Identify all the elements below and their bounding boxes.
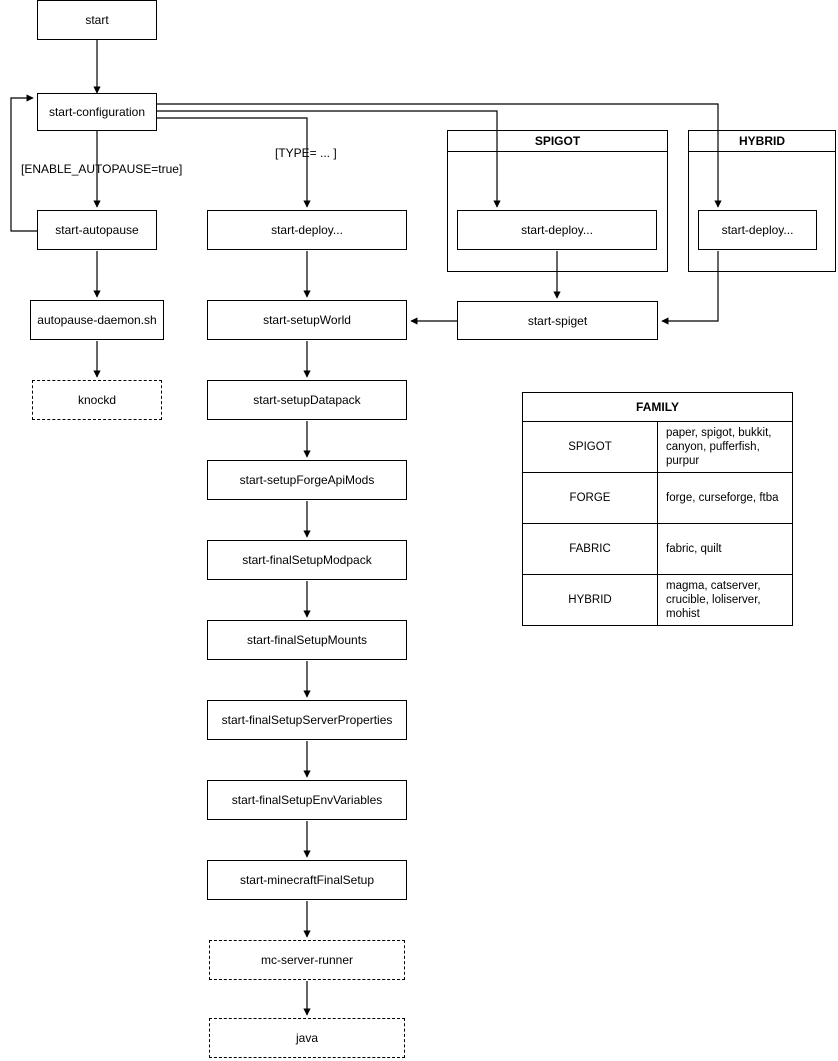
- edge-label-type: [TYPE= ... ]: [275, 146, 337, 160]
- family-row-key-forge: FORGE: [522, 472, 658, 524]
- table-row: HYBRID magma, catserver, crucible, lolis…: [522, 574, 793, 626]
- node-start-minecraftFinalSetup-label: start-minecraftFinalSetup: [239, 873, 375, 887]
- node-knockd-label: knockd: [77, 393, 117, 407]
- family-row-value-fabric: fabric, quilt: [657, 523, 793, 575]
- node-start-setupWorld-label: start-setupWorld: [263, 313, 351, 327]
- node-start-label: start: [85, 13, 109, 27]
- node-start-finalSetupServerProperties-label: start-finalSetupServerProperties: [221, 713, 393, 727]
- node-start-configuration-label: start-configuration: [48, 105, 146, 119]
- group-hybrid-title: HYBRID: [689, 131, 835, 152]
- node-start-finalSetupEnvVariables[interactable]: start-finalSetupEnvVariables: [207, 780, 407, 820]
- node-start-spiget-label: start-spiget: [527, 313, 588, 328]
- node-start-configuration[interactable]: start-configuration: [37, 93, 157, 131]
- node-mc-server-runner-label: mc-server-runner: [260, 953, 353, 967]
- family-row-value-spigot: paper, spigot, bukkit, canyon, pufferfis…: [657, 421, 793, 473]
- node-start-finalSetupMounts[interactable]: start-finalSetupMounts: [207, 620, 407, 660]
- node-start-deploy-main-label: start-deploy...: [271, 223, 343, 237]
- node-start-setupForgeApiMods[interactable]: start-setupForgeApiMods: [207, 460, 407, 500]
- node-knockd[interactable]: knockd: [32, 380, 162, 420]
- edge-label-enable-autopause: [ENABLE_AUTOPAUSE=true]: [21, 162, 183, 176]
- table-row: FABRIC fabric, quilt: [522, 523, 793, 575]
- group-spigot-title: SPIGOT: [448, 131, 667, 152]
- node-start-setupDatapack[interactable]: start-setupDatapack: [207, 380, 407, 420]
- node-start-autopause-label: start-autopause: [55, 223, 139, 237]
- node-start-deploy-hybrid[interactable]: start-deploy...: [698, 210, 817, 250]
- family-row-value-hybrid: magma, catserver, crucible, loliserver, …: [657, 574, 793, 626]
- family-row-value-forge: forge, curseforge, ftba: [657, 472, 793, 524]
- node-start-setupDatapack-label: start-setupDatapack: [253, 393, 361, 407]
- node-autopause-daemon-label: autopause-daemon.sh: [37, 313, 157, 327]
- node-start-finalSetupMounts-label: start-finalSetupMounts: [246, 633, 368, 647]
- node-start-setupForgeApiMods-label: start-setupForgeApiMods: [239, 473, 375, 487]
- table-row: FORGE forge, curseforge, ftba: [522, 472, 793, 524]
- node-start-spiget[interactable]: start-spiget: [457, 301, 658, 340]
- group-hybrid: HYBRID: [688, 130, 836, 272]
- node-java[interactable]: java: [209, 1018, 405, 1058]
- node-start-deploy-hybrid-label: start-deploy...: [721, 223, 794, 237]
- node-start[interactable]: start: [37, 0, 157, 40]
- family-row-key-hybrid: HYBRID: [522, 574, 658, 626]
- node-start-finalSetupEnvVariables-label: start-finalSetupEnvVariables: [231, 793, 383, 807]
- node-start-finalSetupServerProperties[interactable]: start-finalSetupServerProperties: [207, 700, 407, 740]
- node-start-autopause[interactable]: start-autopause: [37, 210, 157, 250]
- family-table: FAMILY SPIGOT paper, spigot, bukkit, can…: [522, 392, 793, 626]
- node-start-deploy-spigot-label: start-deploy...: [521, 223, 593, 237]
- node-java-label: java: [295, 1031, 318, 1045]
- node-start-deploy-main[interactable]: start-deploy...: [207, 210, 407, 250]
- family-row-key-fabric: FABRIC: [522, 523, 658, 575]
- family-row-key-spigot: SPIGOT: [522, 421, 658, 473]
- node-start-finalSetupModpack[interactable]: start-finalSetupModpack: [207, 540, 407, 580]
- node-start-minecraftFinalSetup[interactable]: start-minecraftFinalSetup: [207, 860, 407, 900]
- group-spigot: SPIGOT: [447, 130, 668, 272]
- family-table-header: FAMILY: [522, 392, 793, 422]
- family-table-header-row: FAMILY: [522, 392, 793, 422]
- node-mc-server-runner[interactable]: mc-server-runner: [209, 940, 405, 980]
- node-start-setupWorld[interactable]: start-setupWorld: [207, 300, 407, 340]
- node-start-deploy-spigot[interactable]: start-deploy...: [457, 210, 657, 250]
- node-autopause-daemon[interactable]: autopause-daemon.sh: [30, 300, 164, 340]
- table-row: SPIGOT paper, spigot, bukkit, canyon, pu…: [522, 421, 793, 473]
- node-start-finalSetupModpack-label: start-finalSetupModpack: [242, 553, 372, 567]
